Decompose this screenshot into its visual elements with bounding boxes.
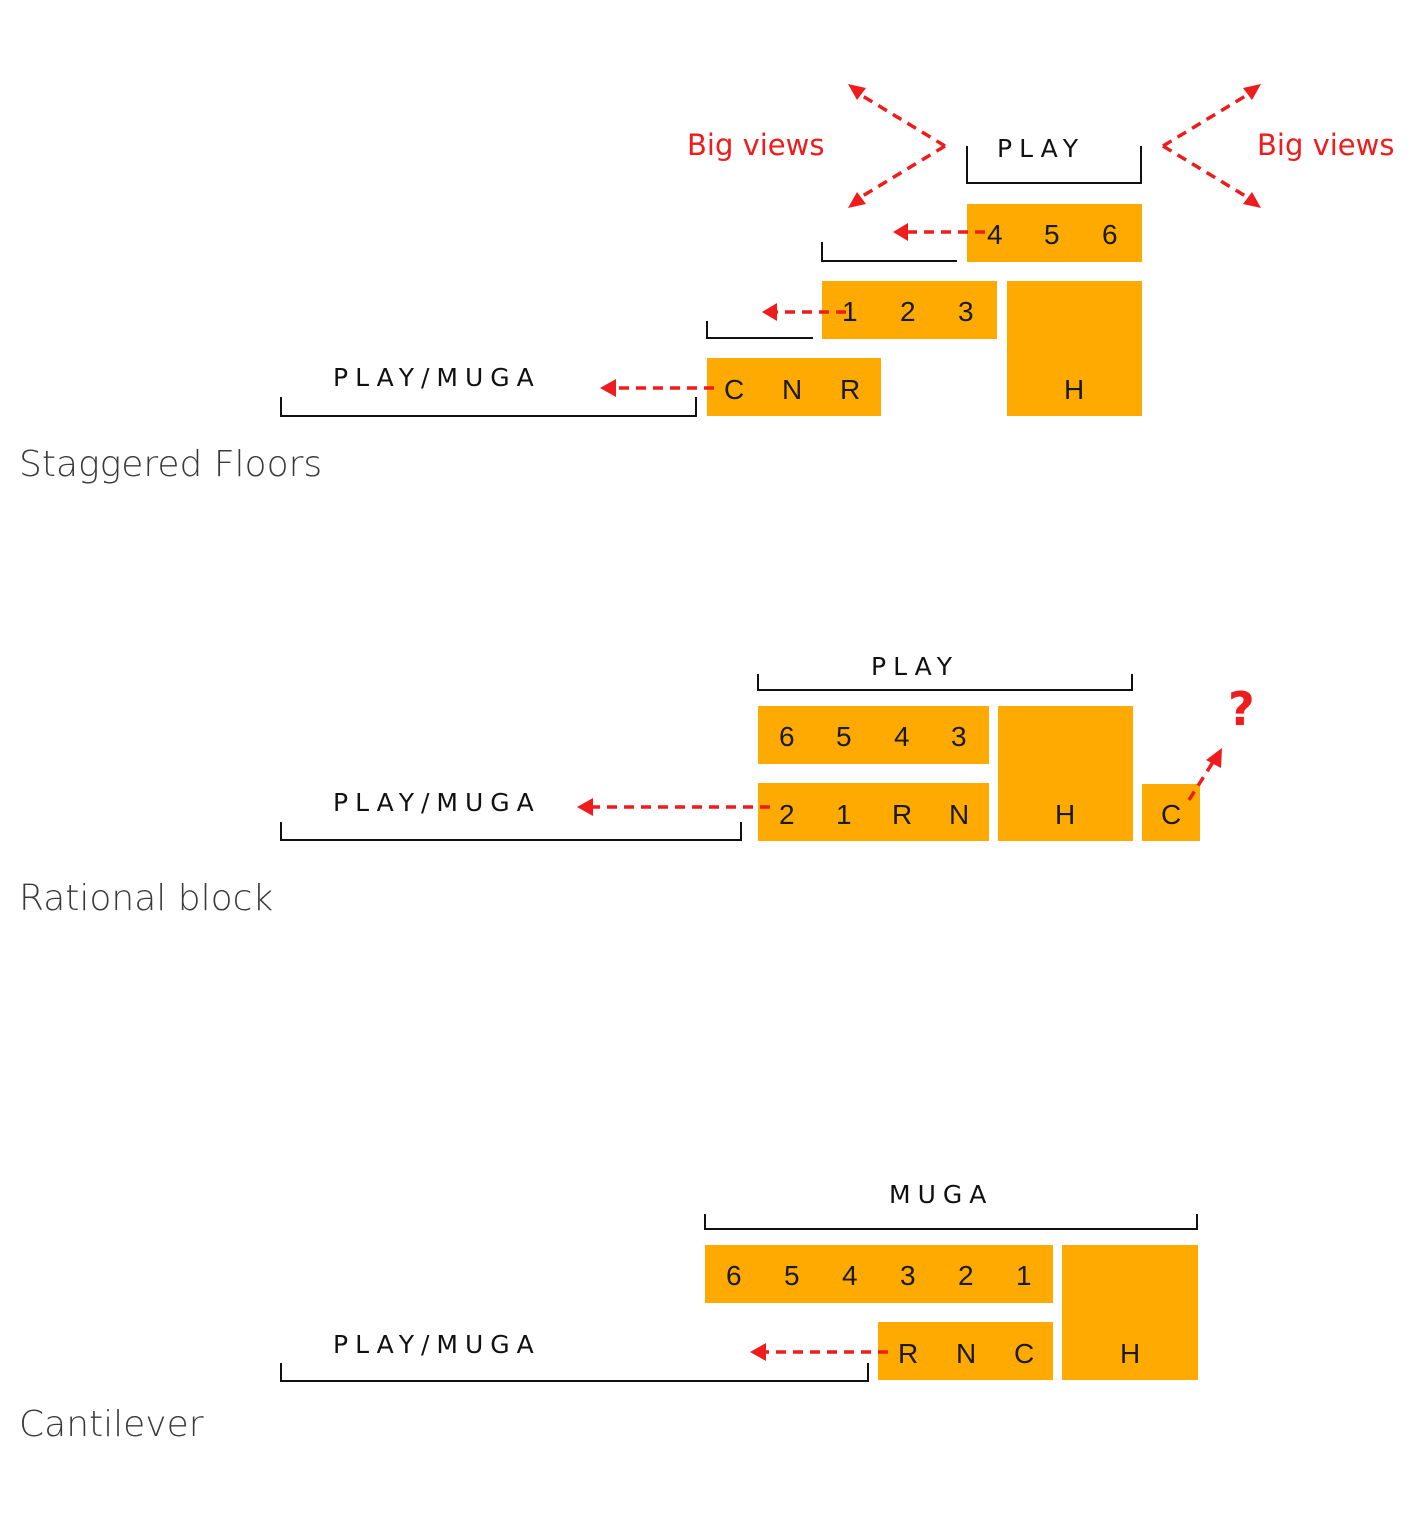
floor-number: 5 — [784, 1260, 800, 1291]
zone-bracket-play-muga — [280, 822, 742, 841]
floor-number: 2 — [958, 1260, 974, 1291]
terrace-bracket-lower — [706, 321, 813, 339]
floor-letter: N — [949, 799, 969, 830]
hall-block — [1062, 1245, 1198, 1380]
zone-bracket-play — [966, 146, 1142, 184]
arrowhead-icon — [1206, 748, 1222, 768]
view-arrow-down-left — [855, 144, 946, 202]
floor-block-456 — [967, 204, 1142, 262]
floor-letter: C — [1014, 1338, 1034, 1369]
terrace-bracket-upper — [821, 242, 957, 262]
view-arrow-down-right — [1162, 144, 1253, 202]
hall-letter: H — [1120, 1338, 1140, 1369]
floor-block-21rn — [758, 783, 989, 841]
floor-number: 3 — [900, 1260, 916, 1291]
floor-number: 4 — [894, 721, 910, 752]
section-title: Cantilever — [19, 1404, 204, 1445]
big-views-arrows-left — [848, 84, 946, 208]
floor-letter: C — [724, 374, 744, 405]
arrowhead-icon — [893, 223, 908, 241]
zone-label-play-muga: PLAY/MUGA — [333, 1330, 541, 1359]
floor-number: 2 — [779, 799, 795, 830]
section-staggered-floors: Big views Big views PLAY 4 5 6 1 2 3 — [19, 84, 1394, 485]
zone-bracket-muga — [704, 1214, 1198, 1230]
zone-label-muga: MUGA — [889, 1180, 993, 1209]
floor-number: 1 — [842, 296, 858, 327]
floor-number: 5 — [836, 721, 852, 752]
section-title: Rational block — [19, 878, 273, 919]
section-title: Staggered Floors — [19, 444, 322, 485]
zone-bracket-play — [757, 674, 1133, 691]
big-views-arrows-right — [1162, 84, 1261, 208]
floor-number: 1 — [836, 799, 852, 830]
floor-block-cnr — [707, 358, 881, 416]
floor-block-654321 — [705, 1245, 1053, 1303]
arrowhead-icon — [762, 303, 777, 321]
question-arrow — [1187, 761, 1215, 801]
arrowhead-icon — [848, 84, 866, 100]
zone-label-play-muga: PLAY/MUGA — [333, 788, 541, 817]
big-views-label-right: Big views — [1257, 128, 1394, 162]
arrowhead-icon — [577, 798, 593, 816]
view-arrow-up-left — [855, 90, 946, 148]
floor-number: 3 — [958, 296, 974, 327]
view-arrow-up-right — [1162, 90, 1253, 148]
zone-bracket-play-muga — [280, 397, 697, 417]
floor-letter: N — [782, 374, 802, 405]
hall-letter: H — [1055, 799, 1075, 830]
zone-label-play: PLAY — [871, 652, 959, 681]
floor-block-123 — [822, 281, 997, 339]
floor-number: 6 — [726, 1260, 742, 1291]
floor-letter: R — [892, 799, 912, 830]
arrowhead-icon — [1243, 84, 1261, 100]
floor-number: 1 — [1016, 1260, 1032, 1291]
arrowhead-icon — [848, 192, 866, 208]
floor-letter: R — [840, 374, 860, 405]
arrowhead-icon — [750, 1343, 766, 1361]
floor-number: 3 — [951, 721, 967, 752]
section-cantilever: MUGA 6 5 4 3 2 1 R N C H PLAY/MUGA Canti… — [19, 1180, 1198, 1445]
zone-label-play-muga: PLAY/MUGA — [333, 363, 541, 392]
floor-number: 4 — [842, 1260, 858, 1291]
floor-number: 6 — [779, 721, 795, 752]
hall-block — [1007, 281, 1142, 416]
floor-number: 2 — [900, 296, 916, 327]
zone-bracket-play-muga — [280, 1363, 869, 1382]
question-mark-icon: ? — [1228, 682, 1255, 736]
floor-number: 6 — [1102, 219, 1118, 250]
floor-number: 5 — [1044, 219, 1060, 250]
floor-number: 4 — [987, 219, 1003, 250]
big-views-label-left: Big views — [687, 128, 824, 162]
section-rational-block: PLAY 6 5 4 3 2 1 R N H C ? PLAY/MUGA Rat… — [19, 652, 1255, 919]
arrowhead-icon — [600, 379, 616, 397]
c-block — [1142, 784, 1200, 841]
hall-block — [998, 706, 1133, 841]
block-letter: C — [1161, 799, 1181, 830]
floor-block-rnc — [878, 1322, 1053, 1380]
zone-label-play: PLAY — [997, 134, 1085, 163]
floor-letter: N — [956, 1338, 976, 1369]
hall-letter: H — [1064, 374, 1084, 405]
arrowhead-icon — [1243, 192, 1261, 208]
floor-letter: R — [898, 1338, 918, 1369]
floor-block-6543 — [758, 706, 989, 764]
